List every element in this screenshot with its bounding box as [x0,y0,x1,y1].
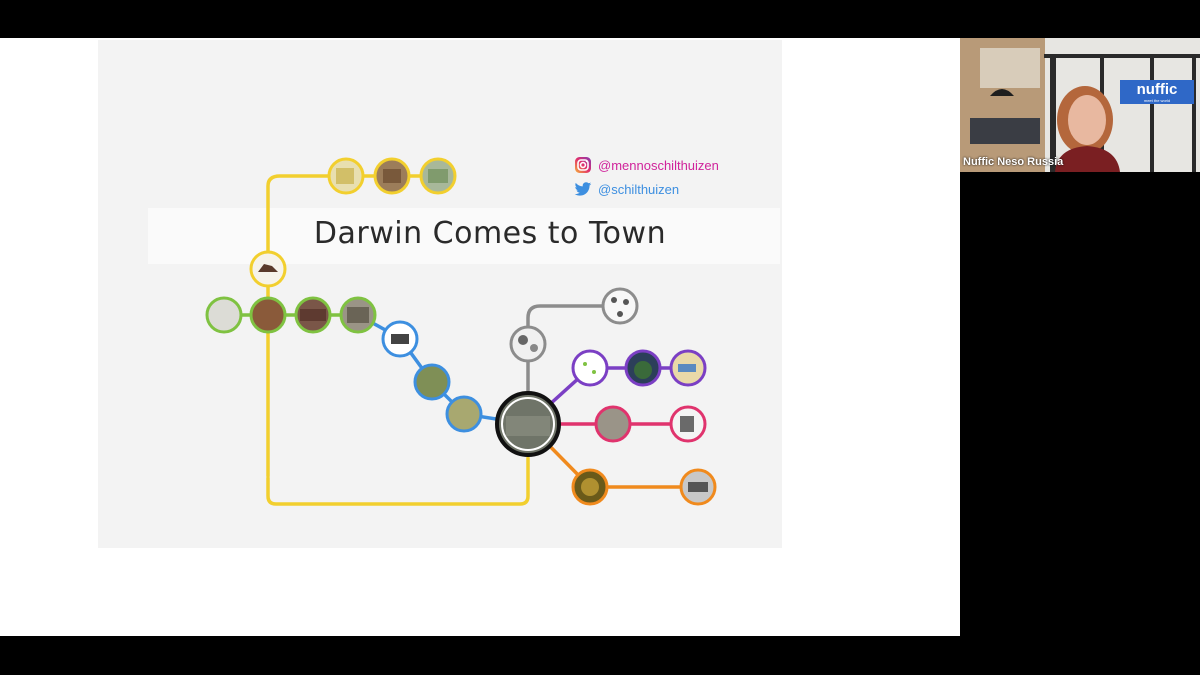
nuffic-logo-tagline: meet the world [1143,98,1171,103]
green-node-2 [249,296,287,334]
slide-title: Darwin Comes to Town [313,216,667,251]
blue-node-3 [445,395,483,433]
blue-node-2 [413,363,451,401]
nuffic-logo: nuffic meet the world [1120,80,1194,104]
purple-node-1 [571,349,609,387]
slide-canvas [98,40,782,548]
nuffic-logo-text: nuffic [1136,81,1178,98]
webcam-video-frame [960,38,1200,172]
twitter-handle-row: @schilthuizen [574,180,679,198]
gray-node-2 [601,287,639,325]
instagram-handle-row: @mennoschilthuizen [574,156,719,174]
prezi-mind-map [205,157,717,506]
green-node-1 [205,296,243,334]
webcam-video-tile[interactable]: Nuffic Neso Russia [960,38,1200,172]
shared-slide: Darwin Comes to Town [0,38,960,636]
participant-name-label: Nuffic Neso Russia [963,156,1064,168]
twitter-handle-text: @schilthuizen [598,181,680,197]
yellow-branch-line [266,174,440,478]
pink-node-1 [594,405,632,443]
gray-node-1 [509,325,547,363]
instagram-handle-text: @mennoschilthuizen [598,157,719,173]
gray-branch-line [526,304,622,426]
instagram-icon [575,157,591,173]
twitter-bird-icon [574,182,592,196]
title-band [148,208,780,264]
yellow-loop-line [266,456,530,506]
